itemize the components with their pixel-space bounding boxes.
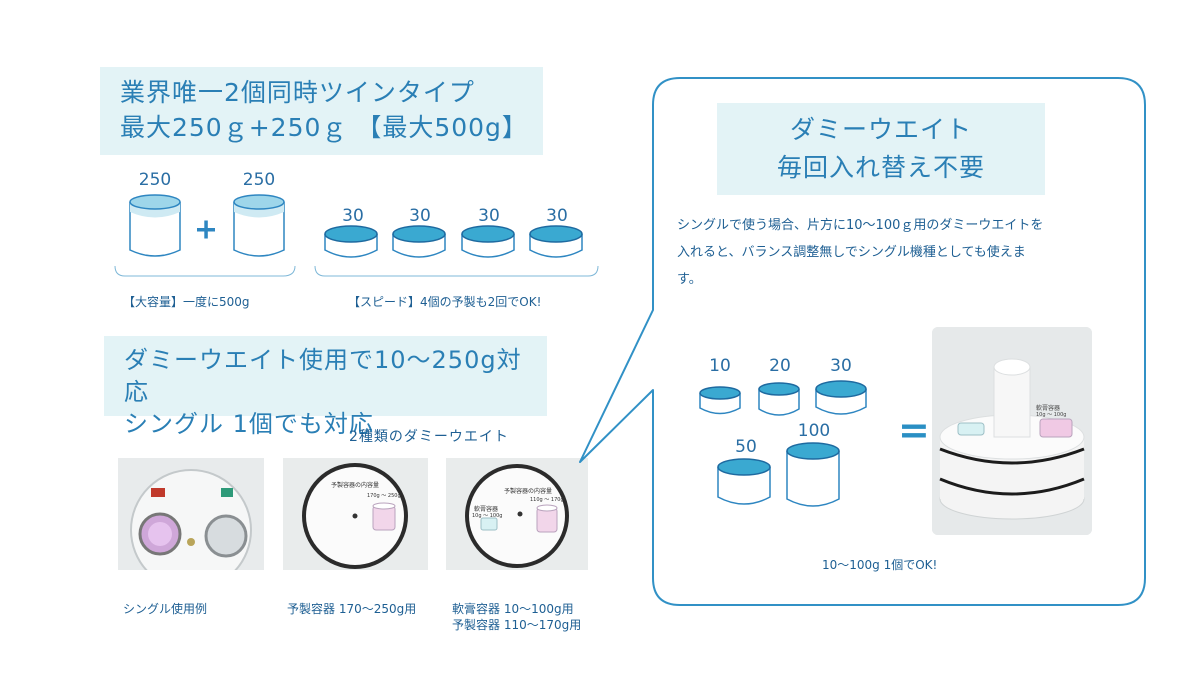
- dummy-weight-dual-illustration: [465, 464, 569, 568]
- twin-containers-illustration: [129, 194, 285, 257]
- container-10: [699, 386, 741, 415]
- panel-dummy-weight-photo: 軟膏容器 10g 〜 100g: [932, 327, 1092, 535]
- large-container-left: [129, 194, 181, 257]
- flat-container-1: [324, 225, 378, 258]
- container-30: [815, 380, 867, 415]
- dummy-weight-dual-label-title: 予製容器の内容量: [504, 488, 553, 495]
- equals-sign: =: [898, 408, 930, 452]
- photo-single-usage: [118, 458, 264, 570]
- speed-caption: 【スピード】4個の予製も2回でOK!: [348, 295, 542, 309]
- two-kinds-label: 2種類のダミーウエイト: [349, 429, 509, 445]
- panel-containers-illustration: [699, 380, 867, 507]
- panel-value-100: 100: [797, 421, 831, 441]
- top-banner: 業界唯一2個同時ツインタイプ 最大250ｇ+250ｇ 【最大500g】: [100, 67, 543, 155]
- panel-title-line1: ダミーウエイト: [789, 115, 972, 144]
- flat-container-3: [461, 225, 515, 258]
- flat-container-4: [529, 225, 583, 258]
- flat-container-2: [392, 225, 446, 258]
- panel-description-line2: 入れると、バランス調整無しでシングル機種としても使えま: [677, 245, 1026, 260]
- photo-caption-dummy-large: 予製容器 170〜250g用: [287, 602, 417, 616]
- speed-value-1: 30: [342, 206, 364, 226]
- dummy-banner: ダミーウエイト使用で10〜250g対応 シングル 1個でも対応: [104, 336, 547, 438]
- twin-brace: [114, 265, 296, 277]
- dummy-weight-dual-label-range: 110g 〜 170g: [530, 497, 564, 503]
- photo-dummy-weight-10-170: 予製容器の内容量 110g 〜 170g 軟膏容器 10g 〜 100g: [446, 458, 588, 570]
- top-banner-line1: 業界唯一2個同時ツインタイプ: [120, 78, 475, 107]
- dummy-banner-line1: ダミーウエイト使用で10〜250g対応: [124, 346, 522, 406]
- panel-description: シングルで使う場合、片方に10〜100ｇ用のダミーウエイトを 入れると、バランス…: [677, 212, 1117, 293]
- photo-caption-dummy-dual-2: 予製容器 110〜170g用: [452, 618, 582, 632]
- panel-value-10: 10: [709, 356, 731, 376]
- dummy-weight-large-label-range: 170g 〜 250g: [367, 493, 401, 499]
- top-banner-line2: 最大250ｇ+250ｇ 【最大500g】: [120, 113, 528, 142]
- container-100: [786, 442, 840, 507]
- panel-value-50: 50: [735, 437, 757, 457]
- speed-brace: [314, 265, 599, 277]
- container-20: [758, 382, 800, 416]
- panel-photo-range: 10g 〜 100g: [1036, 412, 1067, 418]
- twin-left-value: 250: [138, 170, 172, 190]
- container-50: [717, 458, 771, 505]
- dummy-banner-line2: シングル 1個でも対応: [124, 410, 374, 438]
- speed-value-4: 30: [546, 206, 568, 226]
- panel-description-line3: す。: [677, 272, 702, 287]
- dummy-weight-large-illustration: [302, 463, 408, 569]
- panel-value-30: 30: [830, 356, 852, 376]
- twin-right-value: 250: [242, 170, 276, 190]
- dummy-weight-3d-illustration: [932, 327, 1092, 535]
- dummy-weight-dual-label-left: 軟膏容器: [474, 506, 499, 513]
- panel-title-banner: ダミーウエイト 毎回入れ替え不要: [717, 103, 1045, 195]
- large-container-right: [233, 194, 285, 257]
- panel-caption: 10〜100g 1個でOK!: [822, 558, 938, 572]
- photo-dummy-weight-170-250: 予製容器の内容量 170g 〜 250g: [283, 458, 428, 570]
- speed-value-3: 30: [478, 206, 500, 226]
- speed-containers-illustration: [324, 225, 583, 258]
- speed-value-2: 30: [409, 206, 431, 226]
- panel-title-line2: 毎回入れ替え不要: [776, 153, 985, 182]
- panel-description-line1: シングルで使う場合、片方に10〜100ｇ用のダミーウエイトを: [677, 218, 1044, 233]
- panel-photo-label: 軟膏容器: [1036, 405, 1061, 412]
- twin-caption: 【大容量】一度に500g: [123, 295, 250, 309]
- photo-caption-dummy-dual-1: 軟膏容器 10〜100g用: [452, 602, 574, 616]
- dummy-weight-large-label-title: 予製容器の内容量: [331, 482, 380, 489]
- plus-sign: [197, 220, 215, 239]
- machine-illustration: [118, 458, 264, 570]
- dummy-weight-dual-label-left-range: 10g 〜 100g: [472, 513, 503, 519]
- panel-value-20: 20: [769, 356, 791, 376]
- photo-caption-single: シングル使用例: [123, 602, 208, 616]
